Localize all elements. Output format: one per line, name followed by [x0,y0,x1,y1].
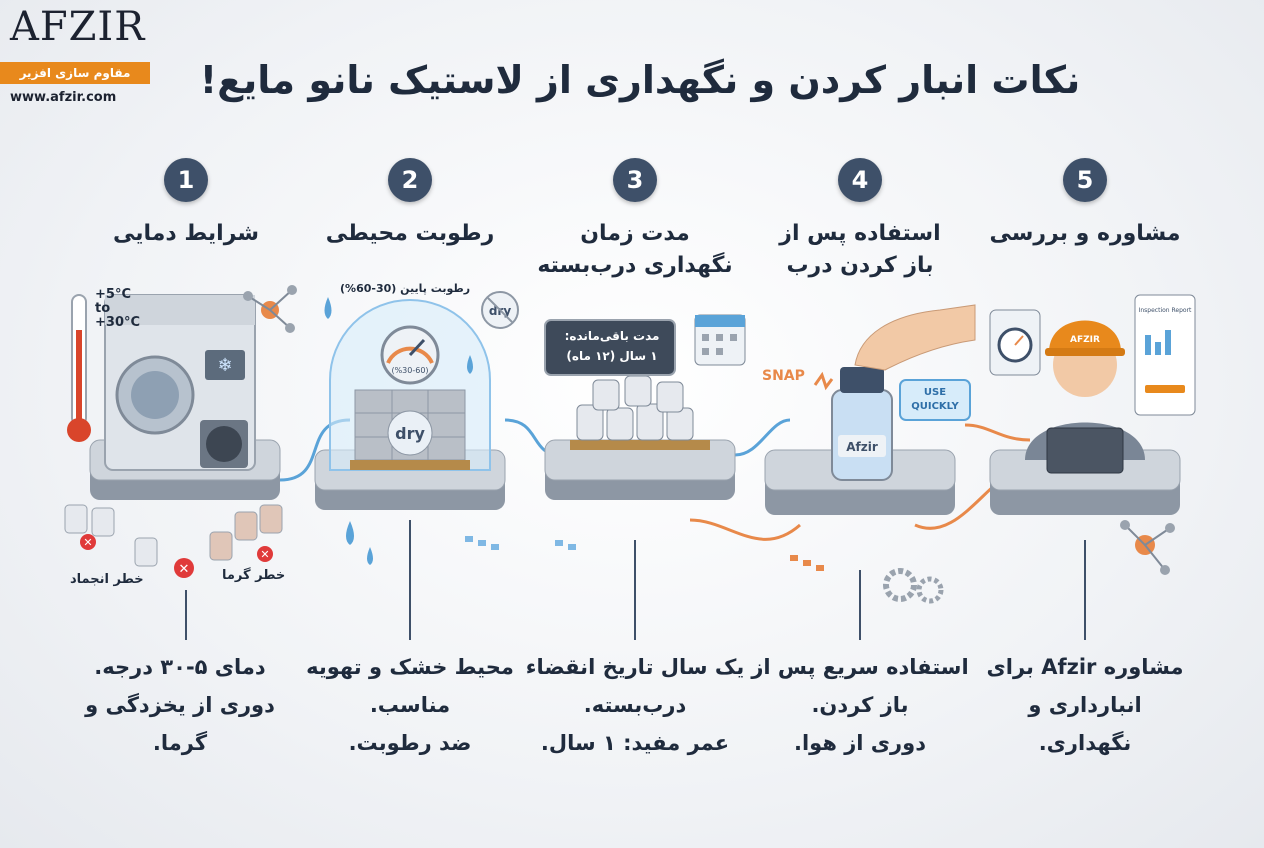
step-2-desc-line: مناسب. [369,693,451,717]
step-2-title: رطوبت محیطی [325,221,495,246]
svg-text:✕: ✕ [179,562,190,577]
step-5-desc-line: انبارداری و [1028,693,1142,717]
jar-icon [64,504,88,534]
step-2-description: محیط خشک و تهویه مناسب. ضد رطوبت. [290,648,530,762]
step-1-desc-line: دوری از یخزدگی و گرما. [85,693,275,755]
bottle-cap [840,367,884,393]
gear-icon [883,568,917,602]
step-1-title: شرایط دمایی [112,221,260,246]
step-1: 1 شرایط دمایی [66,158,306,250]
shelf-life-text: مدت باقی‌مانده: ۱ سال (۱۲ ماه) [552,326,672,366]
step-3-desc-line: یک سال تاریخ انقضاء [525,655,745,679]
opening-illustration: Afzir USE QUICKLY [764,304,976,515]
step-4-desc-line: دوری از هوا. [794,731,926,755]
step-5-title: مشاوره و بررسی [989,221,1181,246]
safety-helmet-icon [1049,320,1121,352]
logo-url: www.afzir.com [10,90,117,105]
step-3-desc-line: درب‌بسته. [583,693,687,717]
step-4: 4 استفاده پس از باز کردن درب [740,158,980,282]
humidity-low-label: رطوبت پایین (30-60%) [340,282,471,295]
step-2-desc-line: محیط خشک و تهویه [306,655,514,679]
consultation-illustration: AFZIR Inspection Report [989,294,1196,575]
step-4-title: استفاده پس از باز کردن درب [779,221,941,278]
shelf-life-sign [544,319,676,376]
logo-name: AFZIR [10,4,146,50]
svg-text:QUICKLY: QUICKLY [911,401,959,412]
step-5-desc-line: مشاوره Afzir برای [986,655,1184,679]
use-quickly-sign [899,379,971,421]
helmet-brand: AFZIR [1070,335,1100,345]
step-5-badge: 5 [1063,158,1107,202]
gears-illustration [883,568,944,604]
dry-label: dry [395,424,425,443]
report-title: Inspection Report [1139,307,1192,314]
connector-3-4 [734,418,791,457]
snap-label: SNAP [762,368,805,384]
step-5-description: مشاوره Afzir برای انبارداری و نگهداری. [965,648,1205,762]
step-4-badge: 4 [838,158,882,202]
step-4-desc-line: استفاده سریع پس از [751,655,969,679]
logo-tagline: مقاوم سازی افزیر [0,62,150,84]
step-3: 3 مدت زمان نگهداری درب‌بسته [515,158,755,282]
heat-risk-label: خطر گرما [222,568,286,583]
step-1-badge: 1 [164,158,208,202]
svg-text:✕: ✕ [83,536,92,549]
temperature-illustration: ❄ ✕ ✕ ✕ [64,285,297,578]
step-3-badge: 3 [613,158,657,202]
step-3-description: یک سال تاریخ انقضاء درب‌بسته. عمر مفید: … [515,648,755,762]
warning-x-icon [80,534,96,550]
brand-logo: AFZIR مقاوم سازی افزیر www.afzir.com [0,0,152,112]
step-1-description: دمای ۵-۳۰ درجه. دوری از یخزدگی و گرما. [60,648,300,762]
temp-range-label: +5°C to +30°C [95,287,141,330]
step-2-badge: 2 [388,158,432,202]
svg-text:❄: ❄ [217,355,232,376]
step-2-desc-line: ضد رطوبت. [348,731,472,755]
jar-stack [576,375,694,441]
connector-3-4-orange [689,518,801,541]
tablet-icon [1046,427,1124,474]
humidity-illustration: dry (%30-60) dry [314,291,519,565]
step-5-desc-line: نگهداری. [1038,731,1132,755]
svg-text:USE: USE [924,387,946,398]
storage-duration-illustration [544,314,746,500]
step-3-title: مدت زمان نگهداری درب‌بسته [537,221,733,278]
step-5: 5 مشاوره و بررسی [965,158,1205,250]
svg-text:✕: ✕ [260,548,269,561]
step-1-desc-line: دمای ۵-۳۰ درجه. [94,655,266,679]
step-2: 2 رطوبت محیطی [290,158,530,250]
shelf-life-label: مدت باقی‌مانده: [564,329,660,343]
shelf-life-value: ۱ سال (۱۲ ماه) [566,349,658,363]
bottle-brand: Afzir [846,440,878,454]
step-4-desc-line: باز کردن. [811,693,909,717]
water-drop-icon [324,297,332,319]
hand-icon [854,304,976,371]
gauge-label: (%30-60) [391,366,428,375]
step-3-desc-line: عمر مفید: ۱ سال. [540,731,730,755]
snap-burst-icon [813,371,834,391]
page-title: نکات انبار کردن و نگهداری از لاستیک نانو… [199,58,1081,102]
step-4-description: استفاده سریع پس از باز کردن. دوری از هوا… [740,648,980,762]
connector-4-5-top [964,423,1031,442]
freeze-risk-label: خطر انجماد [70,572,144,587]
